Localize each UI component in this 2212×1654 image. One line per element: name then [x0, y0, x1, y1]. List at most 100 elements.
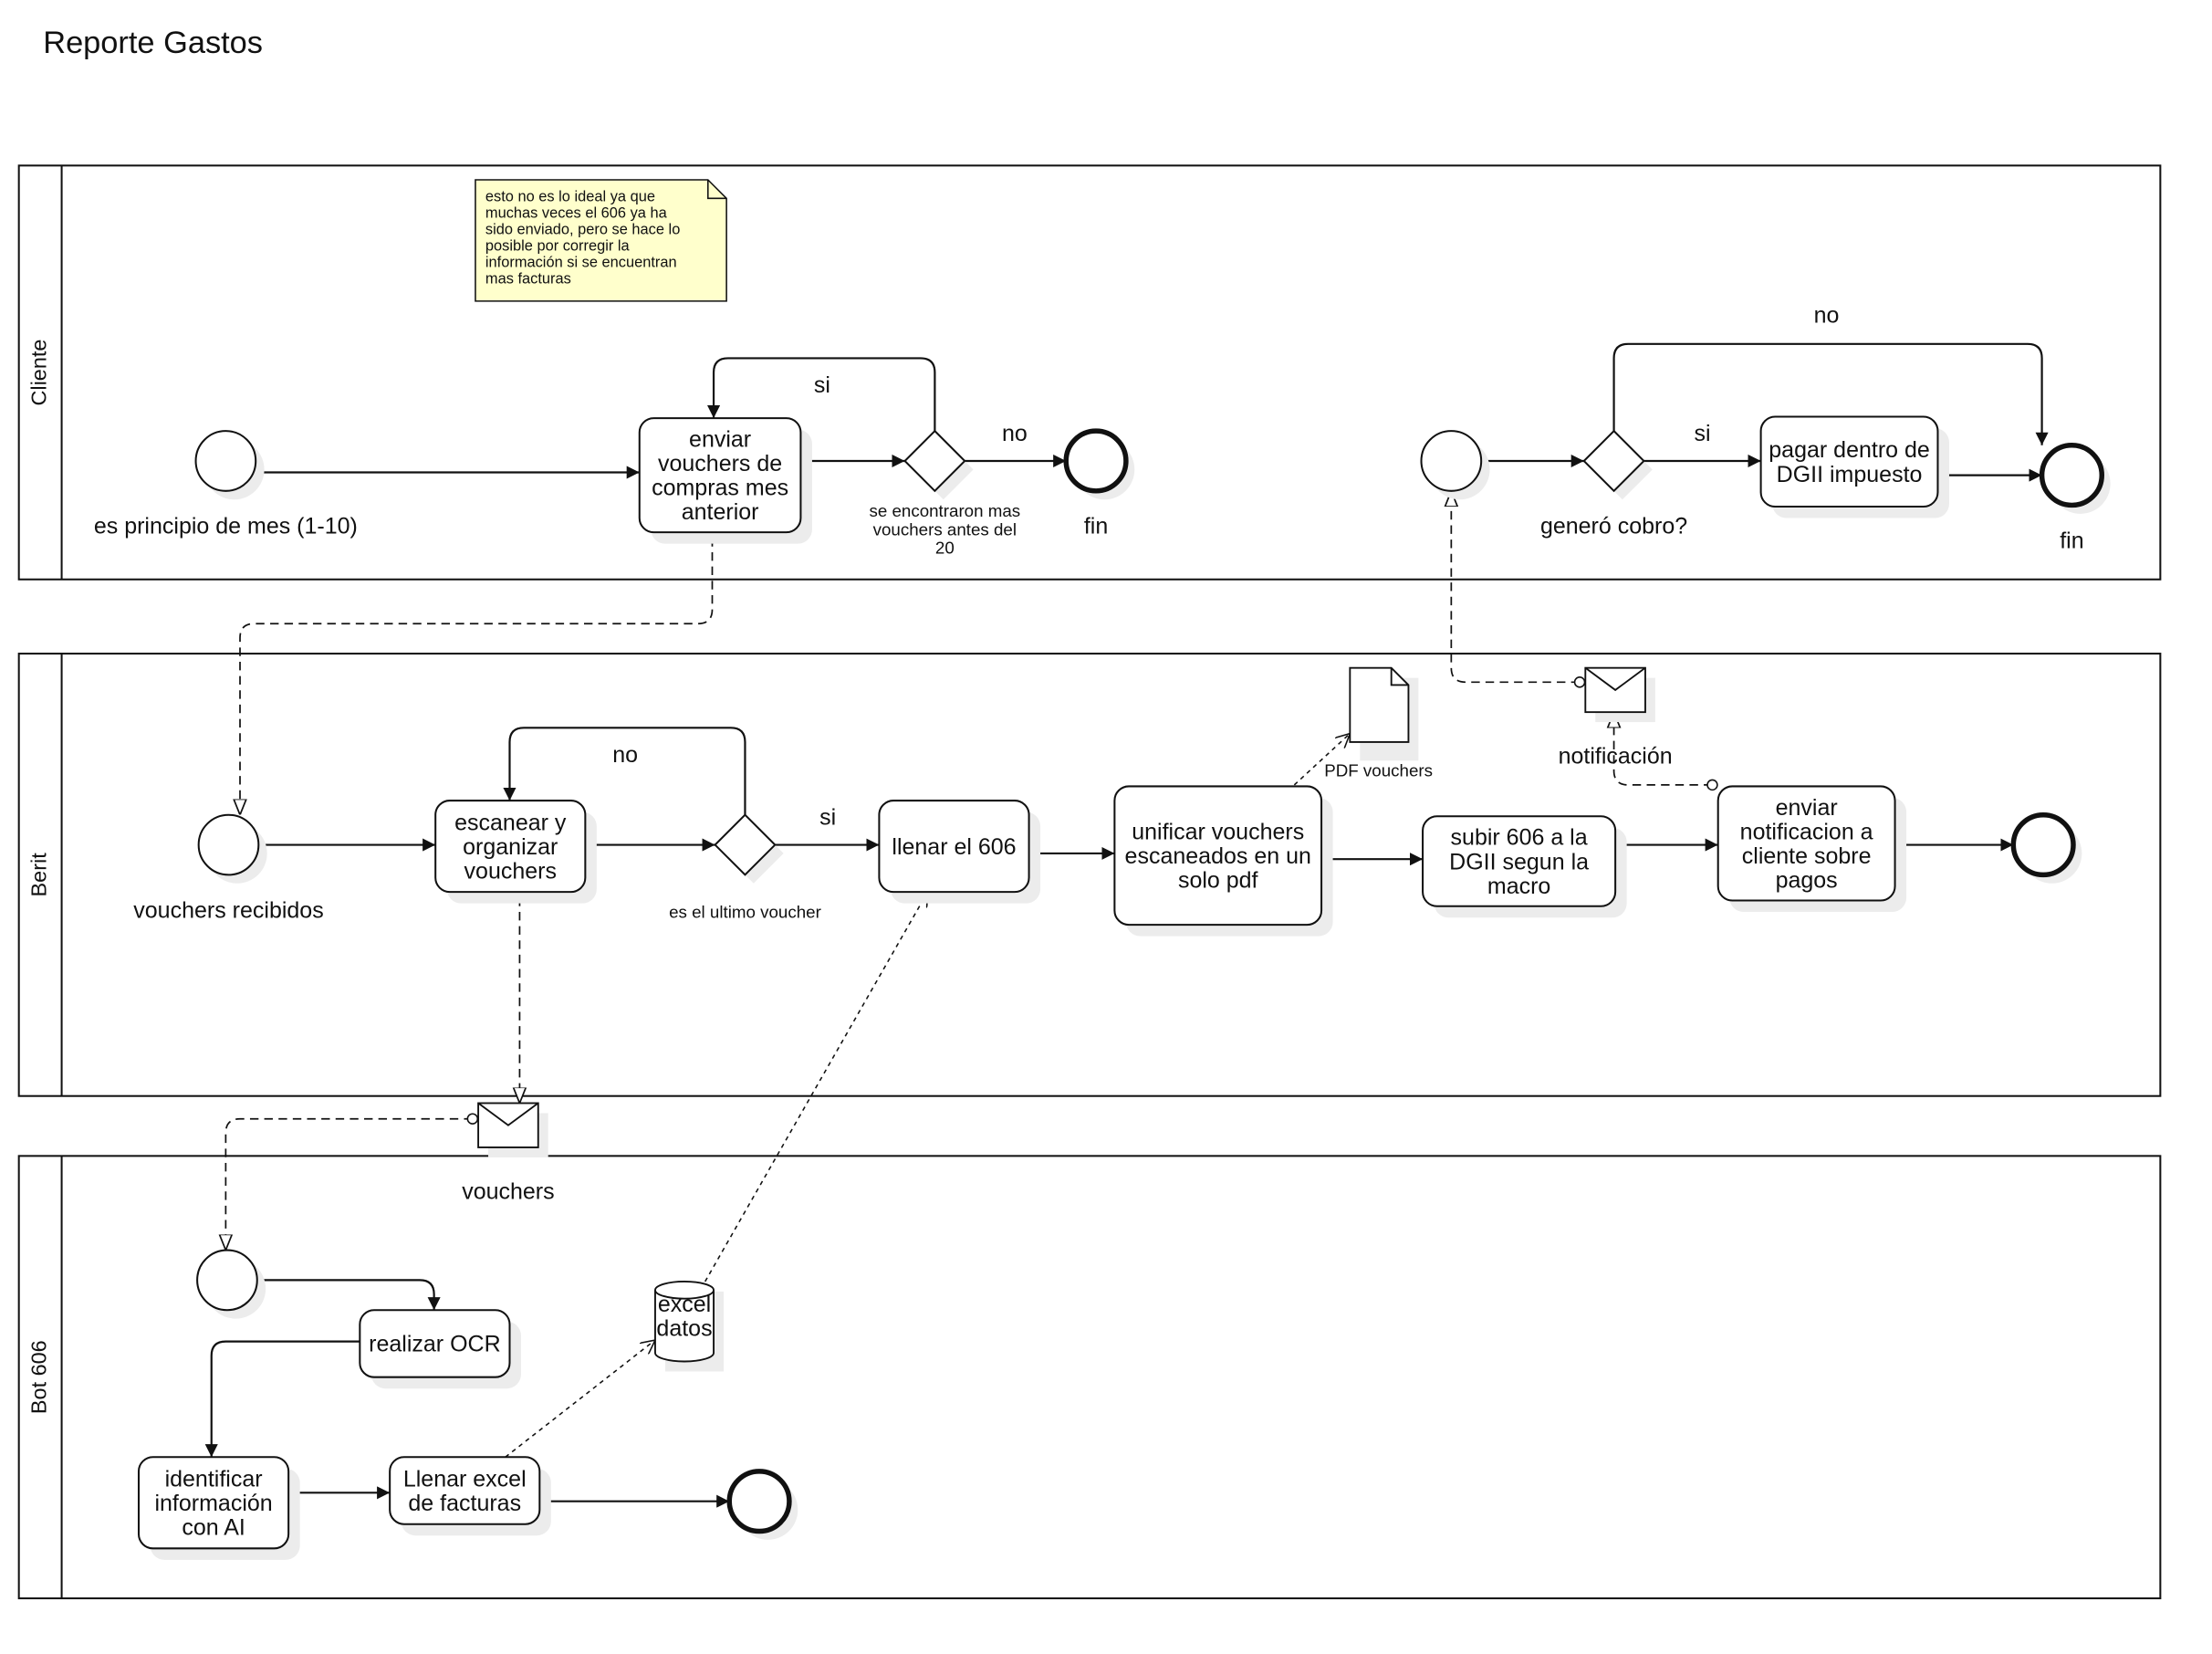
message-flow-origin	[1573, 676, 1586, 688]
gateway-gw-cobro[interactable]: generó cobro?	[1540, 429, 1687, 539]
start-event-start-berit[interactable]: vouchers recibidos	[133, 813, 324, 924]
lane-berit: Berit	[17, 653, 2162, 1097]
seq-gw-si-loop[interactable]	[707, 357, 936, 432]
task-label: subir 606 a la	[1451, 825, 1588, 851]
task-label: realizar OCR	[369, 1332, 500, 1357]
event-label: fin	[1084, 514, 1108, 539]
task-label: llenar el 606	[892, 834, 1016, 860]
task-label: identificar	[165, 1466, 263, 1492]
lane-label: Bot 606	[26, 1340, 50, 1414]
flow-label-no-2: no	[1814, 302, 1840, 328]
gateway-label: generó cobro?	[1540, 514, 1687, 539]
data-store-label: datos	[656, 1316, 712, 1342]
task-label: escaneados en un	[1125, 843, 1311, 869]
note-text: muchas veces el 606 ya ha	[485, 204, 668, 221]
task-label: unificar vouchers	[1132, 819, 1304, 844]
task-label: vouchers de	[658, 451, 782, 476]
end-event-end-cliente-2[interactable]: fin	[2039, 443, 2111, 554]
task-label: vouchers	[464, 858, 557, 884]
seq-start-bot-to-ocr[interactable]	[256, 1279, 441, 1311]
data-store-label: excel	[658, 1292, 711, 1317]
task-label: de facturas	[408, 1491, 521, 1516]
gateway-gw-ultimo[interactable]: es el ultimo voucher	[669, 813, 821, 922]
task-label: DGII segun la	[1449, 849, 1589, 874]
task-llenar-606[interactable]: llenar el 606	[878, 800, 1041, 904]
task-ocr[interactable]: realizar OCR	[359, 1309, 521, 1389]
assoc-llenar-excel-to-store[interactable]	[505, 1340, 655, 1458]
document-icon	[1349, 666, 1410, 743]
note-text: posible por corregir la	[485, 237, 631, 254]
diagram-title: Reporte Gastos	[43, 26, 263, 60]
data-object-label: PDF vouchers	[1324, 760, 1433, 780]
event-label: vouchers recibidos	[133, 897, 323, 923]
task-label: macro	[1487, 874, 1550, 899]
flow-label-si-2: si	[1694, 421, 1710, 446]
lane-label: Berit	[26, 853, 50, 897]
task-label: organizar	[463, 834, 558, 860]
lane-label: Cliente	[26, 340, 50, 406]
lane-bot: Bot 606	[17, 1155, 2162, 1600]
flow-label-si-1: si	[814, 372, 830, 398]
task-label: con AI	[182, 1515, 245, 1541]
seq-gw-no-to-fin[interactable]	[1612, 342, 2049, 445]
seq-gw-no-loop[interactable]	[503, 727, 746, 815]
flow-label-si-3: si	[819, 805, 836, 831]
msgflow-enviar-to-berit[interactable]	[240, 538, 714, 815]
gateway-label: se encontraron mas	[869, 501, 1020, 520]
task-label: enviar	[1776, 795, 1838, 821]
start-event-start-cliente-2[interactable]	[1420, 430, 1490, 500]
gateway-label: 20	[935, 539, 955, 558]
message-label: vouchers	[462, 1178, 554, 1204]
envelope-icon	[477, 1102, 539, 1126]
end-event-end-berit[interactable]	[2010, 811, 2082, 884]
task-label: DGII impuesto	[1777, 462, 1923, 487]
note-text: esto no es lo ideal ya que	[485, 188, 655, 204]
task-label: Llenar excel	[403, 1466, 527, 1492]
start-event-start-cliente[interactable]: es principio de mes (1-10)	[94, 430, 358, 539]
message-msg-notificacion[interactable]: notificación	[1559, 666, 1673, 769]
task-label: enviar	[689, 427, 751, 453]
task-label: pagos	[1776, 868, 1838, 894]
start-event-start-bot[interactable]	[196, 1249, 266, 1319]
note-text: sido enviado, pero se hace lo	[485, 221, 680, 237]
msgflow-notificacion-to-cliente[interactable]	[1451, 490, 1581, 684]
task-label: pagar dentro de	[1769, 437, 1930, 463]
task-label: información	[154, 1491, 272, 1516]
lane-cliente: Cliente	[17, 164, 2162, 581]
task-label: compras mes	[652, 476, 788, 501]
assoc-store-to-llenar-606[interactable]	[704, 892, 928, 1282]
seq-ocr-to-identificar[interactable]	[204, 1340, 360, 1458]
connectors	[204, 342, 2049, 1508]
end-event-end-cliente-1[interactable]: fin	[1063, 428, 1135, 539]
message-flow-origin	[1706, 779, 1718, 791]
flow-label-no-3: no	[612, 742, 638, 768]
task-label: escanear y	[454, 810, 567, 835]
note-text: información si se encuentran	[485, 254, 677, 270]
task-label: solo pdf	[1178, 868, 1258, 894]
message-label: notificación	[1559, 743, 1673, 769]
flow-label-no-1: no	[1002, 421, 1028, 446]
event-label: fin	[2060, 528, 2083, 553]
message-msg-vouchers[interactable]: vouchers	[462, 1102, 555, 1205]
msgflow-notif-to-cliente[interactable]	[1614, 712, 1713, 786]
data-object-pdf-vouchers[interactable]: PDF vouchers	[1324, 666, 1433, 780]
envelope-icon	[1584, 666, 1646, 692]
assoc-unificar-to-pdf[interactable]	[1293, 734, 1350, 786]
database-icon	[654, 1281, 715, 1363]
end-event-end-bot[interactable]	[726, 1469, 798, 1540]
gateway-label: es el ultimo voucher	[669, 902, 821, 921]
msgflow-vouchers-to-bot[interactable]	[225, 1117, 473, 1251]
